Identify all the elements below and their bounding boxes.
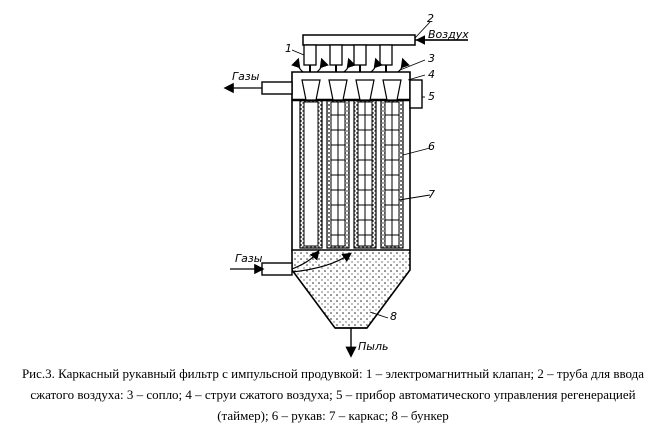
figure-caption: Рис.3. Каркасный рукавный фильтр с импул… bbox=[21, 366, 645, 423]
gases-in-label: Газы bbox=[235, 252, 263, 265]
callout-5: 5 bbox=[428, 90, 435, 103]
gases-out-label: Газы bbox=[232, 70, 260, 83]
air-label: Воздух bbox=[428, 28, 469, 41]
callout-2: 2 bbox=[427, 12, 434, 25]
solenoid-valves bbox=[303, 44, 393, 72]
air-jets bbox=[291, 57, 410, 73]
callout-7: 7 bbox=[428, 188, 435, 201]
venturi-nozzles bbox=[301, 79, 402, 101]
callout-4: 4 bbox=[428, 68, 435, 81]
bag-cages bbox=[303, 101, 400, 247]
gas-inlet bbox=[230, 250, 352, 276]
callout-3: 3 bbox=[428, 52, 435, 65]
callout-1: 1 bbox=[285, 42, 292, 55]
callout-8: 8 bbox=[390, 310, 397, 323]
leader-lines bbox=[291, 21, 431, 319]
bag-filter-diagram: Воздух Газы Газы Пыль 1 2 3 4 5 6 7 8 bbox=[223, 12, 469, 358]
gas-outlet bbox=[223, 81, 293, 95]
dust-label: Пыль bbox=[358, 340, 388, 353]
timer-box bbox=[409, 79, 423, 109]
callout-6: 6 bbox=[428, 140, 435, 153]
